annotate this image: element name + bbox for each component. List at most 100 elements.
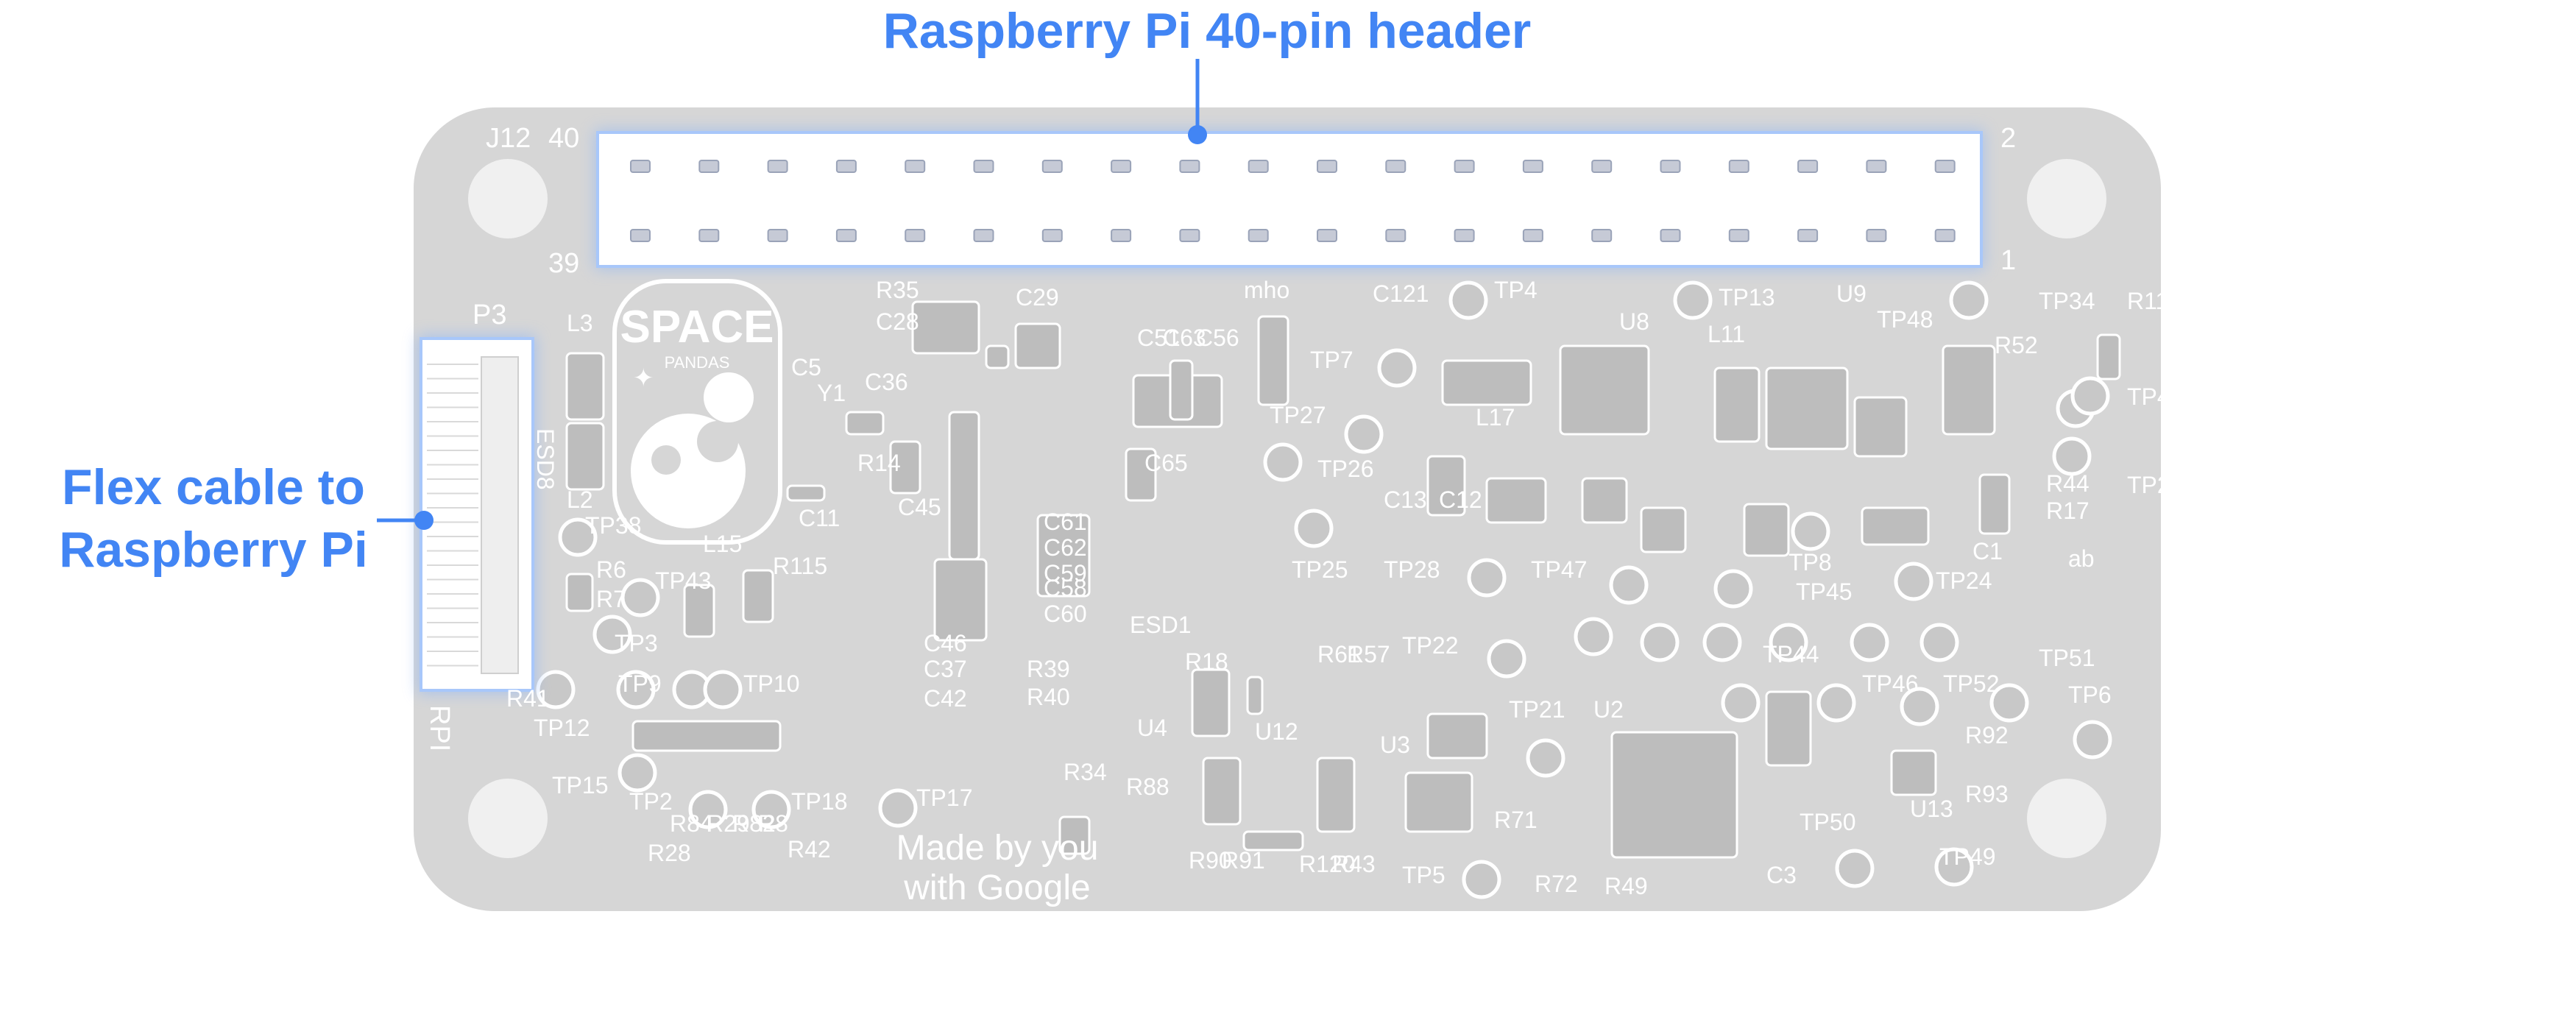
header-pin	[973, 160, 994, 173]
silkscreen-label: L2	[567, 486, 593, 513]
silkscreen-label: ab	[2068, 545, 2095, 572]
test-point	[1949, 280, 1989, 320]
component-footprint	[742, 569, 774, 623]
silkscreen-label: C121	[1373, 280, 1429, 307]
header-pin	[1041, 229, 1063, 242]
silkscreen-label: R115	[773, 553, 827, 579]
header-callout-label: Raspberry Pi 40-pin header	[883, 3, 1532, 59]
silkscreen-label: R14	[857, 450, 901, 476]
silkscreen-label: R88	[1126, 773, 1170, 800]
silkscreen-label: TP44	[1763, 641, 1819, 668]
silkscreen-label: TP28	[1384, 556, 1440, 583]
silkscreen-label: R34	[1064, 759, 1107, 785]
component-footprint	[1426, 455, 1466, 517]
test-point	[1835, 849, 1875, 888]
component-footprint	[948, 411, 980, 561]
silkscreen-label: TP51	[2039, 645, 2095, 671]
header-pin	[1041, 160, 1063, 173]
header-pin	[1454, 229, 1475, 242]
silkscreen-label: Y1	[817, 380, 846, 406]
header-pin	[973, 229, 994, 242]
header-pin	[1385, 229, 1406, 242]
silkscreen-label: TP22	[1402, 632, 1458, 659]
header-pin	[1522, 160, 1543, 173]
silkscreen-label: C51	[1137, 325, 1181, 351]
component-footprint	[1125, 447, 1157, 502]
test-point	[1609, 565, 1649, 605]
mounting-hole-bottom-right	[2027, 779, 2106, 858]
test-point	[703, 670, 743, 709]
silkscreen-label: U2	[1593, 696, 1624, 723]
test-point	[1713, 569, 1753, 609]
header-pin	[1728, 229, 1749, 242]
flex-callout-dot	[414, 511, 434, 530]
component-footprint	[1202, 757, 1242, 826]
component-footprint	[1942, 344, 1996, 436]
header-pin	[1317, 160, 1337, 173]
silkscreen-label: C59	[1044, 560, 1087, 587]
tagline-line1: Made by you	[896, 829, 1099, 868]
component-footprint	[1441, 359, 1532, 406]
silkscreen-label: C65	[1144, 450, 1188, 476]
component-footprint	[1765, 690, 1812, 767]
silkscreen-label: ESD1	[1130, 612, 1192, 638]
silkscreen-label: R71	[1494, 807, 1538, 833]
test-point	[1702, 623, 1742, 662]
test-point	[1294, 509, 1334, 548]
component-footprint	[565, 352, 605, 421]
silkscreen-label: TP15	[552, 772, 608, 798]
mounting-hole-top-right	[2027, 159, 2106, 238]
silkscreen-label: C58	[1044, 575, 1087, 601]
silkscreen-label: U13	[1910, 796, 1953, 822]
header-pin	[1591, 229, 1613, 242]
silkscreen-label: R61	[1317, 641, 1361, 668]
silkscreen-label: U12	[1255, 718, 1298, 745]
silkscreen-label: TP38	[585, 512, 641, 539]
header-pin	[630, 160, 651, 173]
header-pin	[905, 229, 926, 242]
component-footprint	[889, 440, 921, 495]
silkscreen-label: R49	[1604, 873, 1648, 899]
test-point	[1263, 442, 1303, 482]
silkscreen-label: R120	[1299, 851, 1356, 877]
header-pin	[1797, 160, 1819, 173]
silkscreen-label: TP18	[791, 788, 847, 815]
test-point	[1526, 738, 1565, 778]
component-footprint	[1014, 322, 1061, 369]
silkscreen-label: R41	[506, 685, 550, 712]
header-pin	[1179, 229, 1200, 242]
test-point	[592, 615, 632, 654]
test-point	[1673, 280, 1713, 320]
header-pin	[1522, 229, 1543, 242]
silkscreen-label: R72	[1535, 871, 1578, 897]
silkscreen-label: U8	[1619, 308, 1649, 335]
silkscreen-label: TP27	[1270, 402, 1326, 428]
silkscreen-label: L3	[567, 310, 593, 336]
silkscreen-label: R28	[648, 840, 691, 866]
header-pin	[1454, 160, 1475, 173]
component-footprint	[1404, 771, 1473, 833]
component-footprint	[565, 422, 605, 491]
silkscreen-label: C13	[1384, 486, 1427, 513]
flex-esd-label: ESD8	[532, 428, 559, 490]
silkscreen-label: TP21	[1509, 696, 1565, 723]
header-pin	[1660, 229, 1681, 242]
header-pin	[1385, 160, 1406, 173]
mounting-hole-top-left	[468, 159, 548, 238]
logo-title: SPACE	[620, 302, 774, 353]
header-pin-40-label: 40	[548, 123, 579, 154]
component-footprint	[1853, 396, 1908, 458]
silkscreen-label: R57	[1347, 641, 1390, 668]
flex-connector-lines	[427, 364, 478, 667]
header-ref-label: J12	[486, 123, 531, 154]
silkscreen-label: TP46	[1862, 670, 1918, 697]
header-pin	[1934, 229, 1956, 242]
silkscreen-label: C56	[1196, 325, 1239, 351]
silkscreen-label: C60	[1044, 601, 1087, 627]
gpio-header	[596, 131, 1983, 268]
header-pin-2-label: 2	[2000, 123, 2016, 154]
silkscreen-label: TP48	[1877, 306, 1933, 333]
flex-callout-label-line1: Flex cable to	[62, 459, 365, 515]
